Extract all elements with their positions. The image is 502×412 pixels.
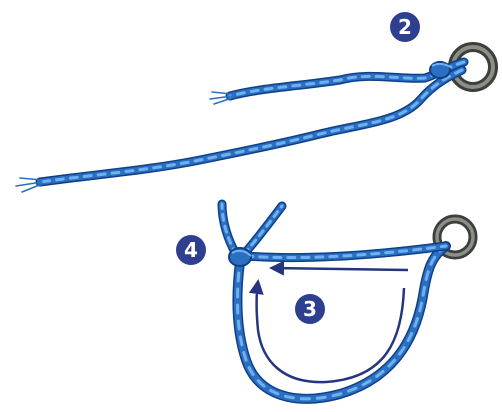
rope-knot-bottom (229, 248, 251, 266)
rope-lower-strand (16, 70, 462, 192)
rope-top-span (246, 246, 446, 258)
bottom-illustration (222, 204, 473, 399)
top-illustration (16, 47, 493, 192)
rope-strand-up-right (244, 206, 282, 254)
rope-strand-up-left (222, 204, 236, 254)
step-badge-2: 2 (390, 12, 420, 42)
step-badge-3: 3 (295, 294, 325, 324)
step-badge-4: 4 (176, 235, 206, 265)
